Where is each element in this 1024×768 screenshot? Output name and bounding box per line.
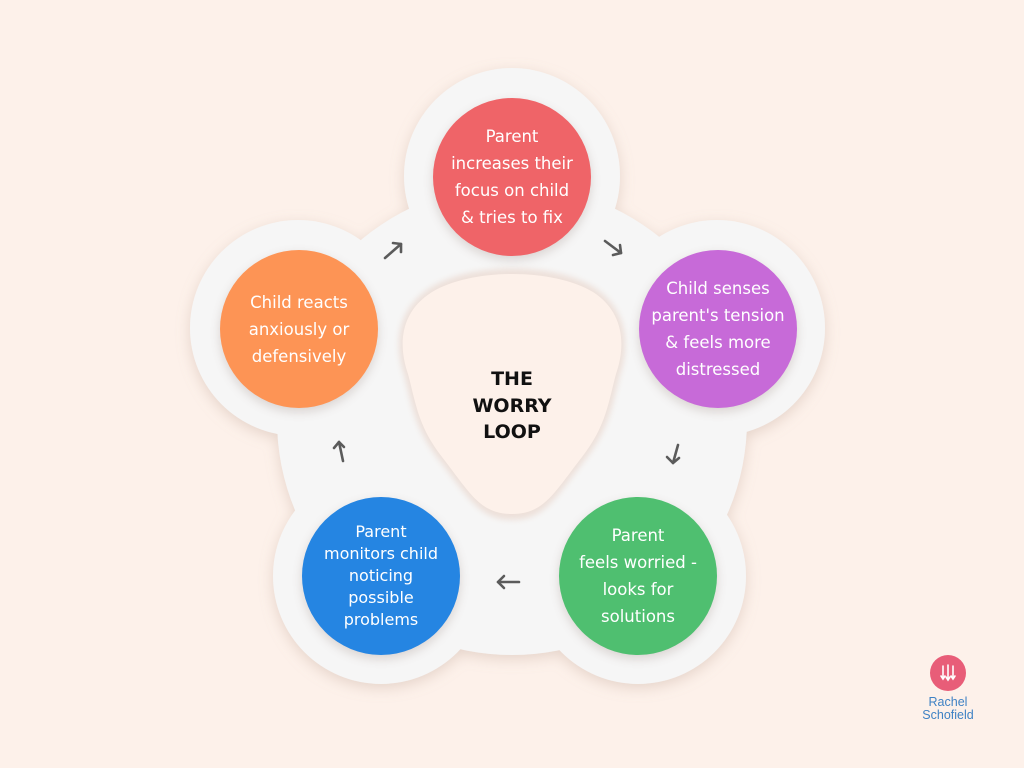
node-parent-monitors-child: Parent monitors child noticing possible … bbox=[302, 497, 460, 655]
node-label: Child senses parent's tension & feels mo… bbox=[651, 279, 785, 379]
node-label: Parent feels worried - looks for solutio… bbox=[579, 526, 697, 626]
node-label: Parent increases their focus on child & … bbox=[451, 127, 573, 227]
node-parent-feels-worried: Parent feels worried - looks for solutio… bbox=[559, 497, 717, 655]
brand-name: Rachel Schofield bbox=[922, 695, 974, 722]
diagram-title: THE WORRY LOOP bbox=[472, 368, 552, 443]
node-label: Parent monitors child noticing possible … bbox=[323, 522, 438, 629]
node-label: Child reacts anxiously or defensively bbox=[248, 292, 350, 366]
arrow-bottom-left-to-left-icon bbox=[332, 440, 346, 463]
node-child-reacts: Child reacts anxiously or defensively bbox=[220, 250, 378, 408]
arrow-bottom-right-to-bottom-left-icon bbox=[496, 574, 521, 590]
node-parent-increases-focus: Parent increases their focus on child & … bbox=[433, 98, 591, 256]
arrow-left-to-top-icon bbox=[383, 241, 403, 260]
arrow-right-to-bottom-right-icon bbox=[665, 443, 681, 465]
node-child-senses-tension: Child senses parent's tension & feels mo… bbox=[639, 250, 797, 408]
arrow-top-to-right-icon bbox=[603, 239, 623, 257]
brand-logo: Rachel Schofield bbox=[908, 655, 988, 722]
brand-mark-icon bbox=[930, 655, 966, 691]
